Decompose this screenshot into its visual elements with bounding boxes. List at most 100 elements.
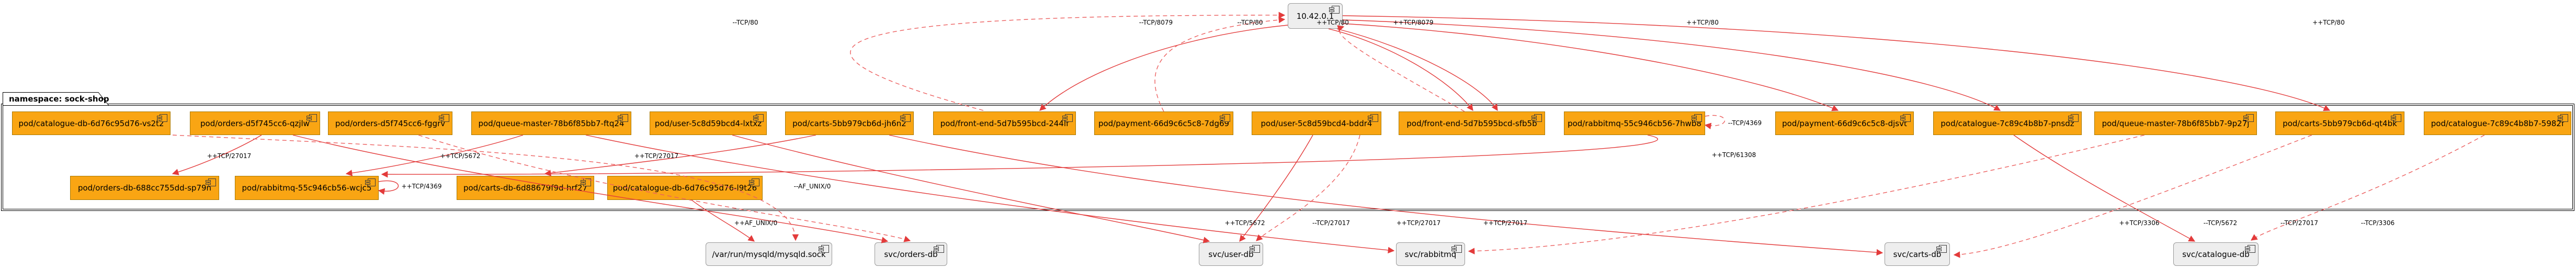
node-label: pod/rabbitmq-55c946cb56-7hwb8: [1568, 118, 1701, 128]
component-icon: [157, 114, 167, 122]
node-pod-catalogue-pnsdz: pod/catalogue-7c89c4b8b7-pnsdz: [1933, 111, 2082, 135]
edge-label: ++TCP/27017: [634, 152, 679, 160]
component-icon: [2558, 114, 2568, 122]
component-icon: [1531, 114, 1542, 122]
node-label: pod/carts-5bb979cb6d-qt4bk: [2283, 118, 2397, 128]
node-label: pod/catalogue-7c89c4b8b7-5982f: [2431, 118, 2564, 128]
edge: [1328, 28, 1473, 111]
node-pod-rabbitmq-7hwb8: pod/rabbitmq-55c946cb56-7hwb8: [1564, 111, 1705, 135]
component-icon: [206, 178, 216, 186]
component-icon: [819, 245, 829, 253]
node-pod-catalogue-5982f: pod/catalogue-7c89c4b8b7-5982f: [2424, 111, 2571, 135]
component-icon: [1368, 114, 1378, 122]
node-pod-front-end-244lf: pod/front-end-5d7b595bcd-244lf: [933, 111, 1076, 135]
node-label: pod/orders-d5f745cc6-qzjlw: [200, 118, 310, 128]
component-icon: [749, 178, 759, 186]
edge-label: --TCP/8079: [1139, 19, 1173, 26]
namespace-label: namespace: sock-shop: [9, 94, 109, 104]
edge-label: --TCP/5672: [2203, 219, 2238, 227]
edge-label: ++TCP/4369: [401, 183, 442, 190]
edge-label: --TCP/3306: [2361, 219, 2395, 227]
node-label: pod/user-5c8d59bcd4-bddr4: [1261, 118, 1372, 128]
node-pod-orders-db-sp79n: pod/orders-db-688cc755dd-sp79n: [70, 176, 219, 200]
component-icon: [900, 114, 911, 122]
edge-label: ++TCP/5672: [440, 152, 481, 160]
edge-label: ++TCP/3306: [2119, 219, 2160, 227]
edge: [1039, 25, 1288, 111]
component-icon: [2245, 245, 2255, 253]
edge: [1342, 15, 2331, 111]
node-pod-user-bddr4: pod/user-5c8d59bcd4-bddr4: [1252, 111, 1381, 135]
node-pod-payment-7dg69: pod/payment-66d9c6c5c8-7dg69: [1094, 111, 1233, 135]
edge-label: --TCP/27017: [2280, 219, 2319, 227]
component-icon: [1250, 245, 1260, 253]
edge: [1337, 25, 1465, 112]
edge-label: ++TCP/27017: [1483, 219, 1528, 227]
component-icon: [365, 178, 376, 186]
node-label: pod/queue-master-78b6f85bb7-9p27j: [2102, 118, 2250, 128]
node-pod-queue-master-ftq24: pod/queue-master-78b6f85bb7-ftq24: [471, 111, 631, 135]
node-label: pod/catalogue-db-6d76c95d76-vs2t2: [18, 118, 164, 128]
edge-label: --TCP/80: [732, 19, 758, 26]
edge: [850, 12, 1286, 111]
component-icon: [1936, 245, 1947, 253]
edge: [1336, 28, 1498, 111]
node-mysqld-sock: /var/run/mysqld/mysqld.sock: [706, 242, 832, 266]
node-label: svc/orders-db: [884, 249, 938, 259]
component-icon: [307, 114, 317, 122]
component-icon: [1329, 6, 1340, 14]
node-label: pod/catalogue-db-6d76c95d76-l9t26: [612, 183, 757, 193]
node-label: pod/front-end-5d7b595bcd-244lf: [940, 118, 1069, 128]
edge-label: --TCP/80: [1237, 19, 1263, 26]
node-pod-catalogue-db-vs2t2: pod/catalogue-db-6d76c95d76-vs2t2: [12, 111, 171, 135]
edge-label: ++TCP/80: [1317, 19, 1349, 26]
component-icon: [618, 114, 628, 122]
component-icon: [581, 178, 591, 186]
node-label: pod/payment-66d9c6c5c8-djsvt: [1782, 118, 1907, 128]
edge-label: --TCP/27017: [1312, 219, 1351, 227]
node-label: pod/orders-d5f745cc6-fggrv: [335, 118, 446, 128]
component-icon: [2243, 114, 2254, 122]
node-svc-catalogue-db: svc/catalogue-db: [2173, 242, 2259, 266]
node-label: pod/rabbitmq-55c946cb56-wcjc5: [242, 183, 372, 193]
node-pod-carts-db-hrf27: pod/carts-db-6d88679f9d-hrf27: [457, 176, 594, 200]
edge-label: ++TCP/27017: [1396, 219, 1441, 227]
component-icon: [1062, 114, 1073, 122]
node-label: pod/payment-66d9c6c5c8-7dg69: [1098, 118, 1230, 128]
edge-label: ++TCP/80: [2312, 19, 2345, 26]
node-pod-catalogue-db-l9t26: pod/catalogue-db-6d76c95d76-l9t26: [607, 176, 763, 200]
edge: [1154, 16, 1286, 112]
node-label: pod/front-end-5d7b595bcd-sfb5b: [1406, 118, 1537, 128]
edge: [1342, 23, 1839, 111]
edge-label: ++AF_UNIX/0: [734, 219, 778, 227]
edge-label: ++TCP/5672: [1224, 219, 1265, 227]
node-label: 10.42.0.1: [1296, 11, 1334, 21]
node-svc-rabbitmq: svc/rabbitmq: [1396, 242, 1465, 266]
node-label: pod/catalogue-7c89c4b8b7-pnsdz: [1940, 118, 2074, 128]
namespace-tab: [3, 92, 110, 106]
node-pod-user-lxtxz: pod/user-5c8d59bcd4-lxtxz: [650, 111, 767, 135]
edge-label: --AF_UNIX/0: [793, 183, 831, 190]
component-icon: [934, 245, 944, 253]
node-label: pod/queue-master-78b6f85bb7-ftq24: [478, 118, 625, 128]
edge: [1342, 19, 2001, 111]
node-label: pod/user-5c8d59bcd4-lxtxz: [654, 118, 762, 128]
node-ip-10-42-0-1: 10.42.0.1: [1288, 3, 1343, 29]
node-label: /var/run/mysqld/mysqld.sock: [712, 249, 826, 259]
edge-label: ++TCP/8079: [1393, 19, 1434, 26]
component-icon: [1692, 114, 1702, 122]
edge-label: ++TCP/80: [1686, 19, 1719, 26]
node-pod-orders-qzjlw: pod/orders-d5f745cc6-qzjlw: [190, 111, 320, 135]
component-icon: [753, 114, 764, 122]
node-pod-payment-djsvt: pod/payment-66d9c6c5c8-djsvt: [1775, 111, 1914, 135]
node-pod-rabbitmq-wcjc5: pod/rabbitmq-55c946cb56-wcjc5: [235, 176, 379, 200]
component-icon: [2068, 114, 2079, 122]
node-label: pod/orders-db-688cc755dd-sp79n: [77, 183, 212, 193]
node-svc-user-db: svc/user-db: [1199, 242, 1263, 266]
node-label: svc/carts-db: [1893, 249, 1942, 259]
component-icon: [439, 114, 449, 122]
node-label: pod/carts-db-6d88679f9d-hrf27: [463, 183, 588, 193]
component-icon: [1220, 114, 1230, 122]
component-icon: [1900, 114, 1911, 122]
node-label: svc/catalogue-db: [2182, 249, 2250, 259]
